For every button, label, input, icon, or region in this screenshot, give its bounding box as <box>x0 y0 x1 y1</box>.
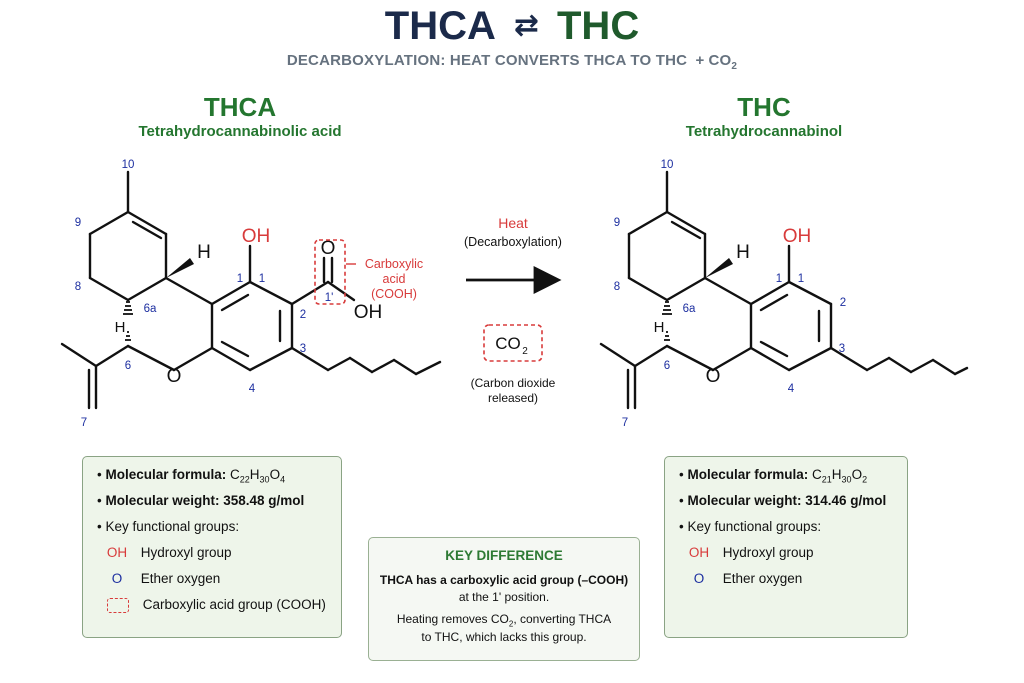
equilibrium-arrows-icon: ⇄ <box>513 9 539 42</box>
key-line-3: Heating removes CO2, converting THCA <box>396 612 612 629</box>
thc-groups-label: • Key functional groups: <box>679 519 822 534</box>
subtitle-text: DECARBOXYLATION: HEAT CONVERTS THCA TO T… <box>286 52 688 69</box>
subtitle: DECARBOXYLATION: HEAT CONVERTS THCA TO T… <box>0 52 1024 72</box>
callout-line2: acid <box>383 272 406 286</box>
thca-group-carboxyl: Carboxylic acid group (COOH) <box>97 597 326 613</box>
thca-title: THCA <box>203 92 277 122</box>
thc-weight-value: 314.46 g/mol <box>805 493 887 508</box>
thc-group-ether: O Ether oxygen <box>679 571 803 586</box>
thc-hash-bond-6 <box>664 331 670 341</box>
thc-pos-6a: 6a <box>683 303 696 315</box>
thc-pos-10: 10 <box>661 159 674 171</box>
thca-pos-1a: 1 <box>237 273 243 285</box>
thca-wedge-bond <box>166 258 194 278</box>
key-difference-title: KEY DIFFERENCE <box>445 548 563 563</box>
thc-pos-1a: 1 <box>776 273 782 285</box>
ether-symbol: O <box>693 571 705 586</box>
key-difference-box: KEY DIFFERENCE THCA has a carboxylic aci… <box>368 537 640 661</box>
main-title: THCA ⇄ THC <box>0 4 1024 49</box>
thc-pos-9: 9 <box>614 217 620 229</box>
thca-pos-1prime: 1' <box>325 292 334 304</box>
co2-label: CO <box>495 334 521 353</box>
thc-formula: C21H30O2 <box>812 467 868 485</box>
callout-line1: Carboxylic <box>365 257 423 271</box>
thca-carbonyl-oxygen: O <box>321 238 336 259</box>
thca-pos-8: 8 <box>75 281 81 293</box>
hydroxyl-symbol: OH <box>106 545 128 560</box>
thca-pos-1b: 1 <box>259 273 265 285</box>
thca-ether-oxygen: O <box>167 366 182 387</box>
thca-acid-hydroxyl: OH <box>354 302 383 323</box>
heat-note: (Decarboxylation) <box>464 235 562 249</box>
thca-group-hydroxyl: OH Hydroxyl group <box>97 545 232 560</box>
thca-formula: C22H30O4 <box>230 467 286 485</box>
thc-hydrogen-6a: H <box>654 319 665 336</box>
thca-pos-2: 2 <box>300 309 306 321</box>
title-thc: THC <box>557 4 640 48</box>
thca-hydrogen-label: H <box>197 242 211 263</box>
thca-hydrogen-6a: H <box>115 319 126 336</box>
thca-groups-label: • Key functional groups: <box>97 519 240 534</box>
co2-subscript: 2 <box>522 346 528 357</box>
thc-pos-2: 2 <box>840 297 846 309</box>
thc-group-hydroxyl: OH Hydroxyl group <box>679 545 814 560</box>
thca-formula-label: Molecular formula: <box>105 467 227 482</box>
co2-note-1: (Carbon dioxide <box>471 376 556 390</box>
key-line-1: THCA has a carboxylic acid group (–COOH) <box>379 573 629 587</box>
thca-hydroxyl-label: OH <box>242 226 271 247</box>
subtitle-plus: + <box>695 52 705 69</box>
thca-group-ether: O Ether oxygen <box>97 571 221 586</box>
thca-carboxyl-highlight <box>314 239 346 305</box>
thc-weight-label: Molecular weight: <box>687 493 802 508</box>
ether-symbol: O <box>111 571 123 586</box>
co2-box <box>483 324 543 362</box>
thca-pos-10: 10 <box>122 159 135 171</box>
thc-formula-row: • Molecular formula: C21H30O2 <box>679 467 868 485</box>
subtitle-co2: CO <box>708 52 732 69</box>
thca-weight-label: Molecular weight: <box>105 493 220 508</box>
thc-weight-row: • Molecular weight: 314.46 g/mol <box>679 493 887 508</box>
thca-weight-value: 358.48 g/mol <box>223 493 305 508</box>
thc-ether-oxygen: O <box>706 366 721 387</box>
thc-pos-1b: 1 <box>798 273 804 285</box>
thc-structure <box>599 170 969 410</box>
thca-info-box: • Molecular formula: C22H30O4 • Molecula… <box>82 456 342 638</box>
thc-hydrogen-label: H <box>736 242 750 263</box>
thca-pos-3: 3 <box>300 343 306 355</box>
thc-pos-3: 3 <box>839 343 845 355</box>
dashed-box-icon <box>107 597 129 613</box>
thca-structure <box>60 170 442 410</box>
thc-full-name: Tetrahydrocannabinol <box>685 123 843 140</box>
key-line-2: at the 1' position. <box>458 590 550 604</box>
hydroxyl-symbol: OH <box>688 545 710 560</box>
thc-pos-7: 7 <box>622 417 628 429</box>
thca-hash-bond-6a <box>123 301 133 315</box>
thc-pos-4: 4 <box>788 383 795 395</box>
thc-info-box: • Molecular formula: C21H30O2 • Molecula… <box>664 456 908 638</box>
thc-pos-6: 6 <box>664 360 670 372</box>
thc-hash-bond-6a <box>662 301 672 315</box>
thc-pos-8: 8 <box>614 281 620 293</box>
thc-title: THC <box>737 92 791 122</box>
title-thca: THCA <box>384 4 496 48</box>
subtitle-co2-sub: 2 <box>731 61 738 72</box>
thc-formula-label: Molecular formula: <box>687 467 809 482</box>
thca-full-name: Tetrahydrocannabinolic acid <box>138 123 342 140</box>
thc-wedge-bond <box>705 258 733 278</box>
thca-hash-bond-6 <box>125 331 131 341</box>
thc-hydroxyl-label: OH <box>783 226 812 247</box>
thca-pos-6a: 6a <box>144 303 157 315</box>
key-line-4: to THC, which lacks this group. <box>421 630 587 644</box>
callout-line3: (COOH) <box>371 287 417 301</box>
thca-pos-7: 7 <box>81 417 87 429</box>
heat-label: Heat <box>498 215 528 231</box>
thca-formula-row: • Molecular formula: C22H30O4 <box>97 467 286 485</box>
thca-pos-9: 9 <box>75 217 81 229</box>
thca-pos-6: 6 <box>125 360 131 372</box>
co2-note-2: released) <box>488 391 538 405</box>
thca-weight-row: • Molecular weight: 358.48 g/mol <box>97 493 305 508</box>
thca-pos-4: 4 <box>249 383 256 395</box>
